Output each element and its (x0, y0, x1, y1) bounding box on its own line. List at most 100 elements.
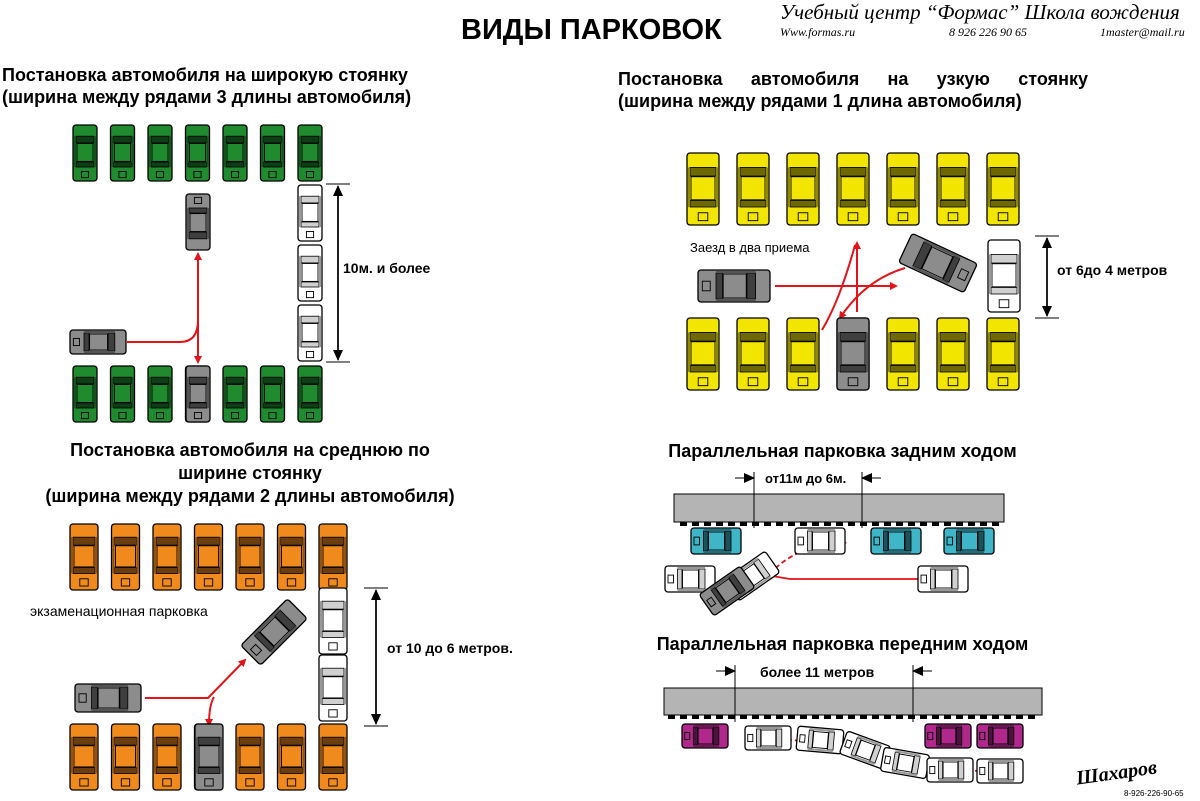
green-parked-car (297, 124, 323, 182)
orange-parked-car (276, 523, 307, 591)
yellow-parked-car (886, 152, 920, 226)
yellow-parked-car (836, 152, 870, 226)
white-car (987, 239, 1021, 313)
parked-target-car (194, 723, 224, 791)
green-parked-car (259, 124, 286, 182)
curb-marking (956, 715, 963, 719)
curb-marking (776, 715, 783, 719)
curb-marking (764, 715, 771, 719)
wide-heading-line1: Постановка автомобиля на широкую стоянку (2, 65, 408, 85)
curb-marking (884, 522, 891, 526)
path-arrow (145, 658, 247, 699)
green-parked-car (147, 124, 173, 182)
medium-note: экзаменационная парковка (30, 603, 208, 619)
parallel-forward-dimension: более 11 метров (760, 664, 875, 680)
curb-marking (980, 522, 987, 526)
yellow-parked-car (686, 152, 720, 226)
curb-marking (740, 522, 747, 526)
curb-marking (920, 715, 927, 719)
orange-parked-car (318, 723, 348, 791)
narrow-heading-line1: Постановка автомобиля на узкую стоянку (618, 69, 1088, 89)
curb-marking (704, 715, 711, 719)
parallel-forward-heading: Параллельная парковка передним ходом (656, 634, 1029, 654)
ghost-car (744, 725, 792, 751)
curb-marking (860, 522, 867, 526)
curb-marking (812, 522, 819, 526)
ghost-car (926, 757, 974, 783)
medium-dimension-label: от 10 до 6 метров. (387, 640, 513, 656)
magenta-parked-car (976, 723, 1024, 749)
curb-marking (968, 522, 975, 526)
white-column-car (318, 587, 348, 655)
curb (673, 493, 1005, 523)
curb-marking (704, 522, 711, 526)
medium-heading-line2: ширине стоянку (178, 463, 322, 483)
orange-parked-car (276, 723, 307, 791)
curb-marking (908, 715, 915, 719)
curb-marking (932, 715, 939, 719)
approaching-car (697, 269, 771, 303)
magenta-parked-car (924, 723, 972, 749)
curb-marking (836, 522, 843, 526)
yellow-parked-car (936, 152, 970, 226)
curb-marking (1016, 715, 1023, 719)
curb-marking (896, 715, 903, 719)
path-arrow (127, 319, 202, 364)
curb-marking (872, 522, 879, 526)
orange-parked-car (152, 523, 182, 591)
gray-maneuver-car (185, 193, 211, 251)
curb-marking (848, 522, 855, 526)
medium-heading-line3: (ширина между рядами 2 длины автомобиля) (45, 486, 455, 506)
orange-parked-car (152, 723, 182, 791)
ghost-car (794, 527, 846, 555)
ghost-car (795, 725, 845, 755)
curb-marking (716, 715, 723, 719)
curb-marking (896, 522, 903, 526)
yellow-parked-car (986, 152, 1020, 226)
curb-marking (800, 715, 807, 719)
ghost-car (839, 731, 891, 769)
white-column-car (297, 244, 323, 302)
curb-marking (992, 715, 999, 719)
wide-heading-line2: (ширина между рядами 3 длины автомобиля) (2, 87, 412, 107)
curb-marking (812, 715, 819, 719)
yellow-parked-car (736, 152, 770, 226)
yellow-parked-car (736, 317, 770, 391)
green-parked-car (147, 365, 173, 423)
curb-marking (800, 522, 807, 526)
curb-marking (920, 522, 927, 526)
orange-parked-car (318, 523, 348, 591)
parked-target-car (185, 365, 211, 423)
yellow-parked-car (686, 317, 720, 391)
gray-maneuver-car (898, 233, 978, 293)
curb-marking (716, 522, 723, 526)
approaching-car (976, 758, 1024, 784)
white-column-car (297, 184, 323, 242)
curb (663, 687, 1043, 716)
teal-parked-car (943, 527, 995, 555)
curb-marking (776, 522, 783, 526)
yellow-parked-car (936, 317, 970, 391)
green-parked-car (72, 365, 98, 423)
curb-marking (932, 522, 939, 526)
school-website: Www.formas.ru (780, 25, 856, 39)
school-phone: 8 926 226 90 65 (949, 25, 1027, 39)
gray-maneuver-car (241, 599, 307, 665)
yellow-parked-car (986, 317, 1020, 391)
path-arrow (838, 267, 906, 320)
path-arrow (205, 696, 215, 727)
curb-marking (1004, 715, 1011, 719)
school-name: Учебный центр “Формас” Школа вождения (780, 0, 1180, 24)
yellow-parked-car (786, 317, 820, 391)
green-parked-car (109, 365, 136, 423)
parallel-reverse-heading: Параллельная парковка задним ходом (668, 441, 1017, 461)
school-email: 1master@mail.ru (1100, 25, 1185, 39)
curb-marking (884, 715, 891, 719)
orange-parked-car (235, 723, 265, 791)
curb-marking (680, 522, 687, 526)
curb-marking (944, 715, 951, 719)
white-column-car (297, 304, 323, 362)
approaching-car (69, 329, 127, 355)
approaching-car (74, 683, 142, 713)
